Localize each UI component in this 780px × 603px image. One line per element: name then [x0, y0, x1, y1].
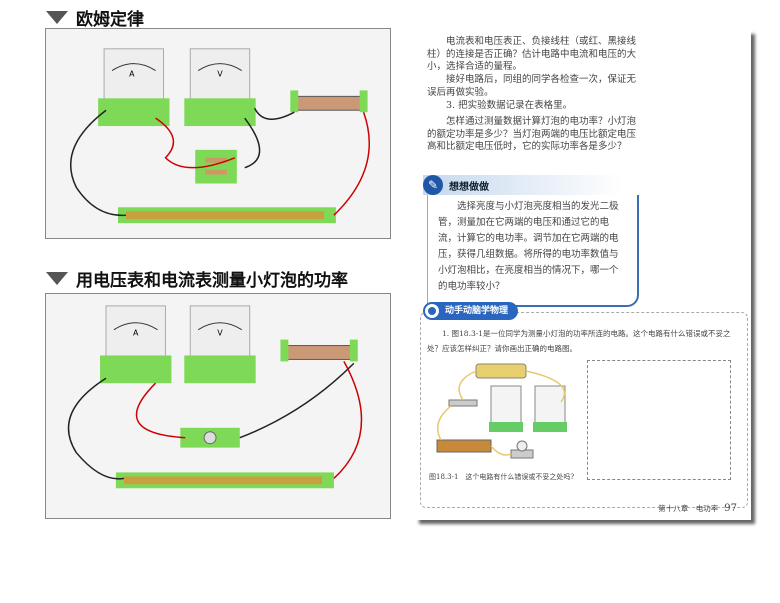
- triangle-icon: [46, 11, 68, 24]
- think-title: 想想做做: [449, 181, 489, 193]
- practice-header: 动手动脑学物理: [423, 302, 519, 320]
- battery-pack: [115, 472, 334, 489]
- voltmeter: V: [184, 305, 256, 384]
- figure-circuit: [436, 363, 567, 459]
- svg-text:A: A: [133, 329, 139, 338]
- triangle-icon: [46, 272, 68, 285]
- drawing-area: [587, 360, 731, 480]
- heading-text: 欧姆定律: [76, 10, 144, 30]
- figure-caption: 图18.3-1 这个电路有什么错误或不妥之处吗?: [429, 473, 575, 481]
- think-box: 选择亮度与小灯泡亮度相当的发光二极管，测量加在它两端的电压和通过它的电流，计算它…: [427, 195, 639, 307]
- voltmeter: V: [184, 48, 256, 127]
- paragraph: 电流表和电压表正、负接线柱（或红、黑接线柱）的连接是否正确？估计电路中电流和电压…: [427, 36, 637, 72]
- rheostat: [290, 90, 368, 113]
- heading-ohm-law: 欧姆定律: [46, 5, 144, 30]
- wrench-icon: ✎: [423, 175, 443, 195]
- lamp-board: [180, 427, 240, 448]
- svg-text:V: V: [217, 70, 223, 79]
- heading-power: 用电压表和电流表测量小灯泡的功率: [46, 266, 348, 291]
- ammeter: A: [98, 48, 170, 127]
- battery-pack: [117, 207, 336, 224]
- paragraph: 怎样通过测量数据计算灯泡的电功率？小灯泡的额定功率是多少？当灯泡两端的电压比额定…: [427, 116, 637, 152]
- paragraph: 3. 把实验数据记录在表格里。: [446, 100, 573, 111]
- page-footer: 第十八章 电功率 97: [658, 503, 737, 514]
- target-icon: [425, 304, 439, 318]
- textbook-page: 电流表和电压表正、负接线柱（或红、黑接线柱）的连接是否正确？估计电路中电流和电压…: [415, 30, 751, 520]
- ammeter: A: [100, 305, 172, 384]
- practice-title: 动手动脑学物理: [445, 306, 509, 316]
- paragraph: 接好电路后，同组的同学各检查一次，保证无误后再做实验。: [427, 74, 637, 98]
- photo-ohm-circuit: A V: [45, 28, 391, 239]
- question: 1. 图18.3-1是一位同学为测量小灯泡的功率所连的电路。这个电路有什么错误或…: [427, 329, 731, 353]
- rheostat: [280, 339, 358, 362]
- heading-text: 用电压表和电流表测量小灯泡的功率: [76, 271, 348, 291]
- think-header: ✎ 想想做做: [423, 175, 623, 195]
- photo-power-circuit: A V: [45, 293, 391, 519]
- practice-box: [420, 312, 748, 508]
- chapter-label: 第十八章 电功率: [658, 504, 719, 513]
- svg-text:V: V: [217, 329, 223, 338]
- page-number: 97: [724, 503, 737, 514]
- svg-text:A: A: [129, 70, 135, 79]
